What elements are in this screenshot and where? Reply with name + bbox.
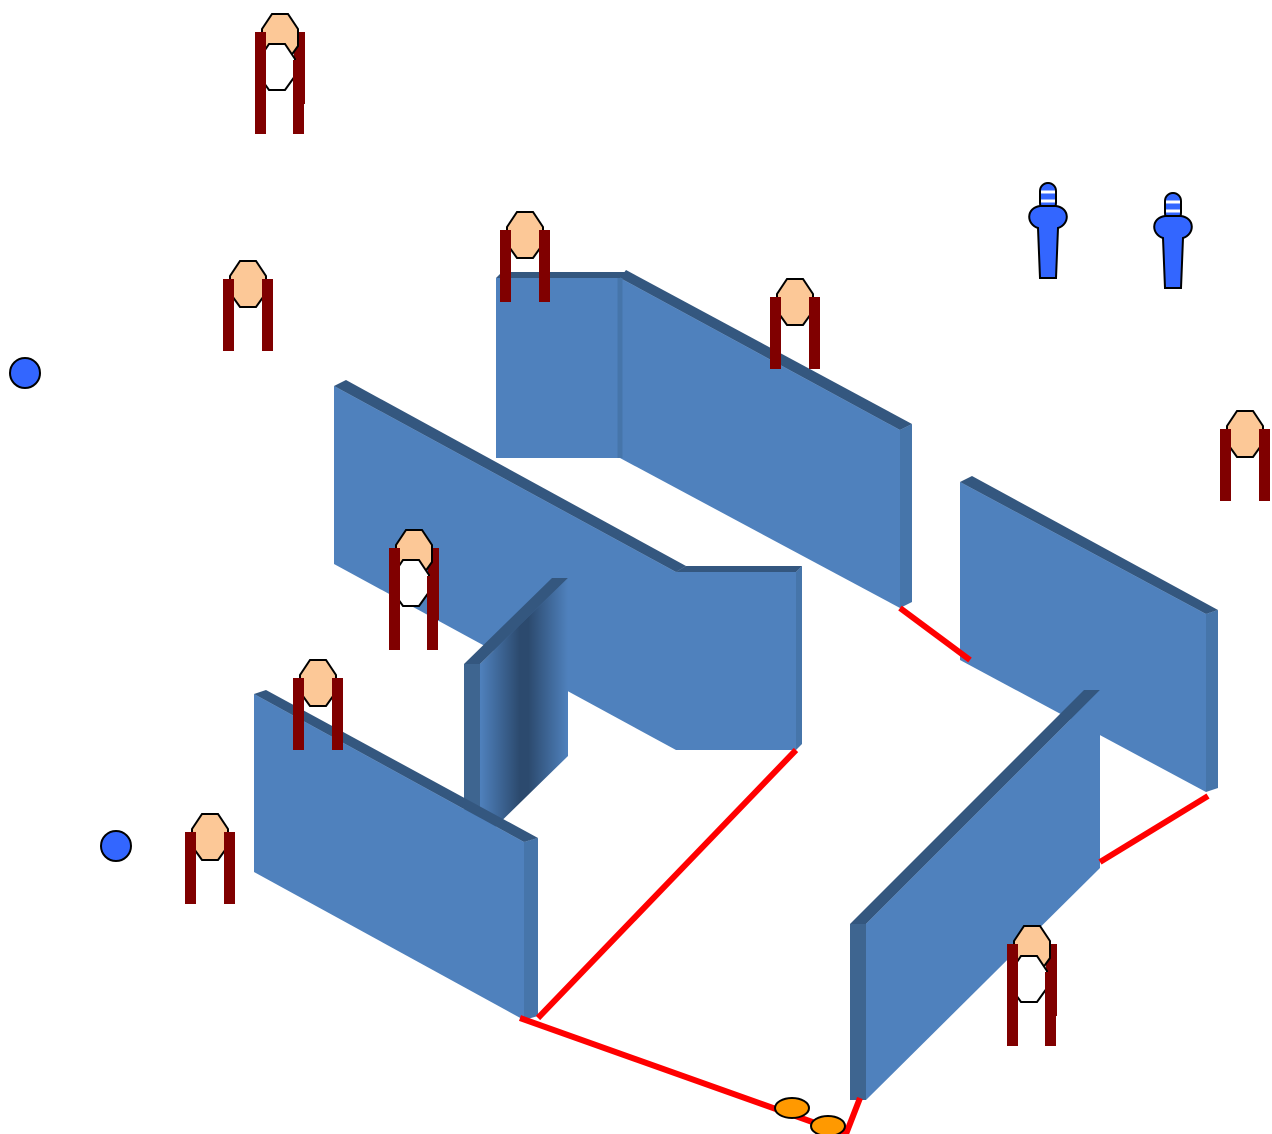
player-figures (185, 13, 1270, 1046)
wall-panel-centre-square (676, 566, 802, 750)
player-figure (500, 211, 550, 302)
orange-ball (810, 1115, 846, 1134)
player-figure (389, 529, 439, 650)
red-boundary-line (843, 1096, 863, 1134)
wall-panel-lower-right-angled (850, 690, 1100, 1100)
standing-figure-icon (1153, 192, 1193, 289)
red-boundary-line (535, 747, 799, 1021)
player-figure (1220, 410, 1270, 501)
player-figure (293, 659, 343, 750)
player-figure (185, 813, 235, 904)
blue-markers (9, 357, 132, 862)
wall-panel-left-diagonal (334, 380, 686, 750)
wall-panel-top-right-diagonal (617, 270, 912, 608)
player-figure (255, 13, 305, 134)
orange-balls (774, 1097, 846, 1134)
orange-ball (774, 1097, 810, 1119)
player-figure (1007, 925, 1057, 1046)
walls (254, 270, 1218, 1100)
player-figure (223, 260, 273, 351)
player-figure (770, 278, 820, 369)
standing-figures (1028, 182, 1193, 289)
blue-marker-dot (9, 357, 41, 389)
standing-figure-icon (1028, 182, 1068, 279)
blue-marker-dot (100, 830, 132, 862)
red-boundary-line (898, 605, 972, 663)
wall-panel-lower-left-diagonal (254, 690, 538, 1020)
wall-panel-right-diagonal (960, 476, 1218, 792)
wall-panel-angled-small (464, 578, 568, 842)
red-boundary-line (1098, 793, 1210, 865)
wall-panel-top-square (496, 272, 626, 458)
